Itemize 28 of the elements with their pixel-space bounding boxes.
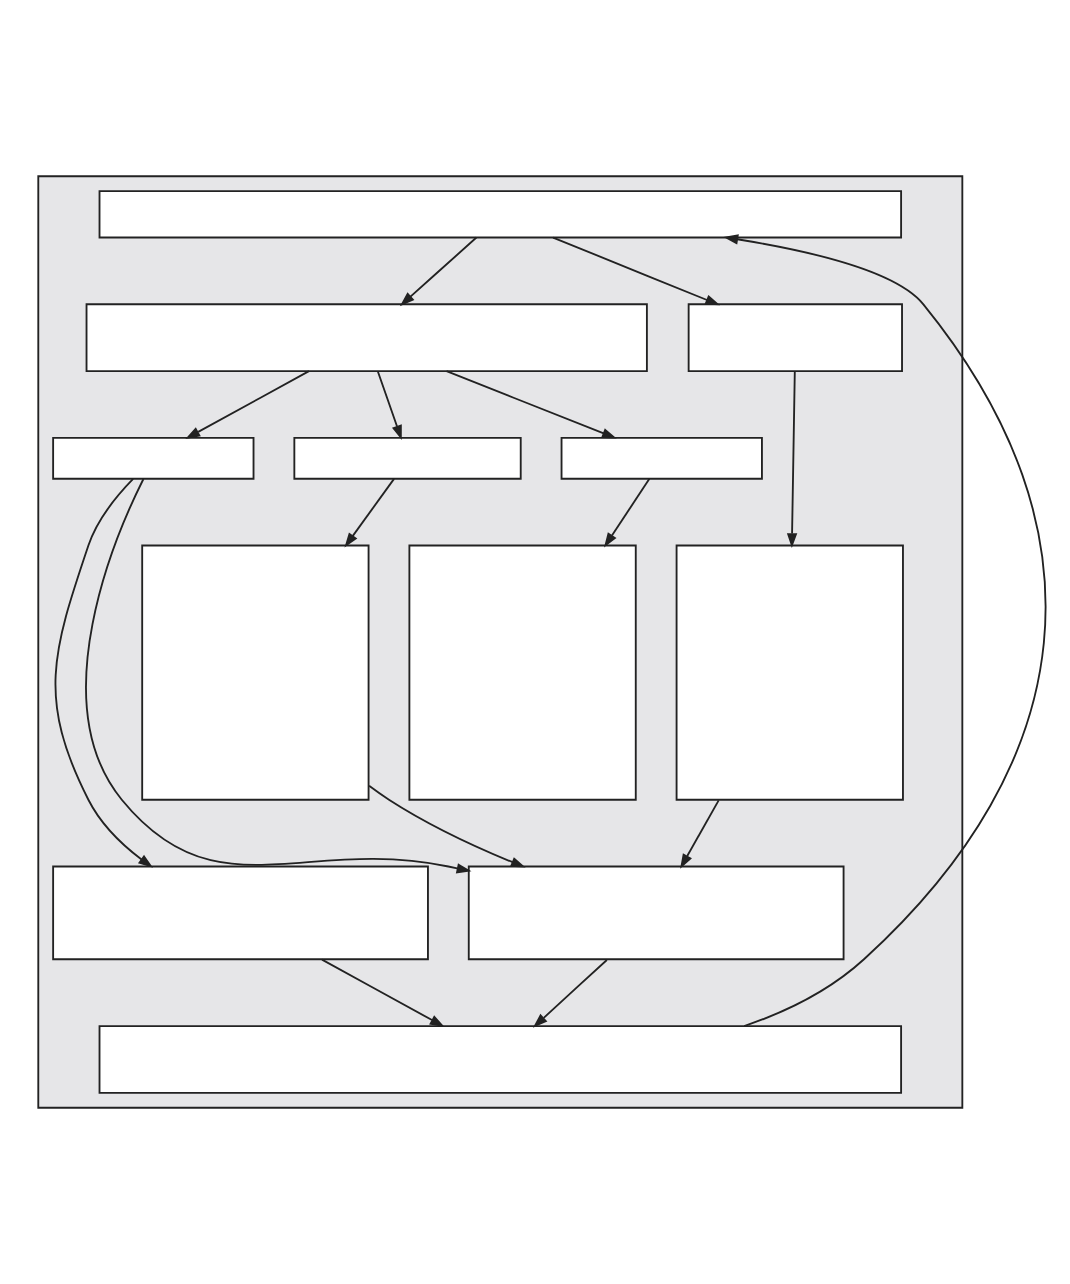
node-box bbox=[52, 865, 429, 961]
arrow bbox=[376, 370, 402, 440]
node-box bbox=[675, 544, 904, 801]
node-box bbox=[85, 303, 648, 373]
node-box bbox=[687, 303, 903, 373]
arrow bbox=[723, 234, 1047, 1027]
arrow bbox=[54, 478, 154, 868]
arrow bbox=[786, 370, 798, 549]
node-box bbox=[408, 544, 637, 801]
arrow bbox=[399, 236, 478, 307]
arrow bbox=[680, 799, 720, 869]
arrow bbox=[321, 958, 445, 1027]
arrow bbox=[85, 478, 472, 874]
arrow bbox=[552, 236, 721, 306]
node-box bbox=[52, 436, 255, 480]
arrow bbox=[532, 959, 608, 1028]
arrow bbox=[368, 784, 526, 868]
arrow bbox=[445, 370, 617, 439]
node-box bbox=[141, 544, 370, 801]
node-box bbox=[467, 865, 845, 961]
node-box bbox=[98, 1025, 903, 1094]
node-box bbox=[98, 190, 903, 239]
arrow bbox=[344, 477, 395, 548]
node-box bbox=[293, 436, 522, 480]
arrow bbox=[185, 370, 310, 439]
node-box bbox=[560, 436, 763, 480]
arrow bbox=[604, 477, 651, 548]
cluster bbox=[37, 175, 964, 1109]
